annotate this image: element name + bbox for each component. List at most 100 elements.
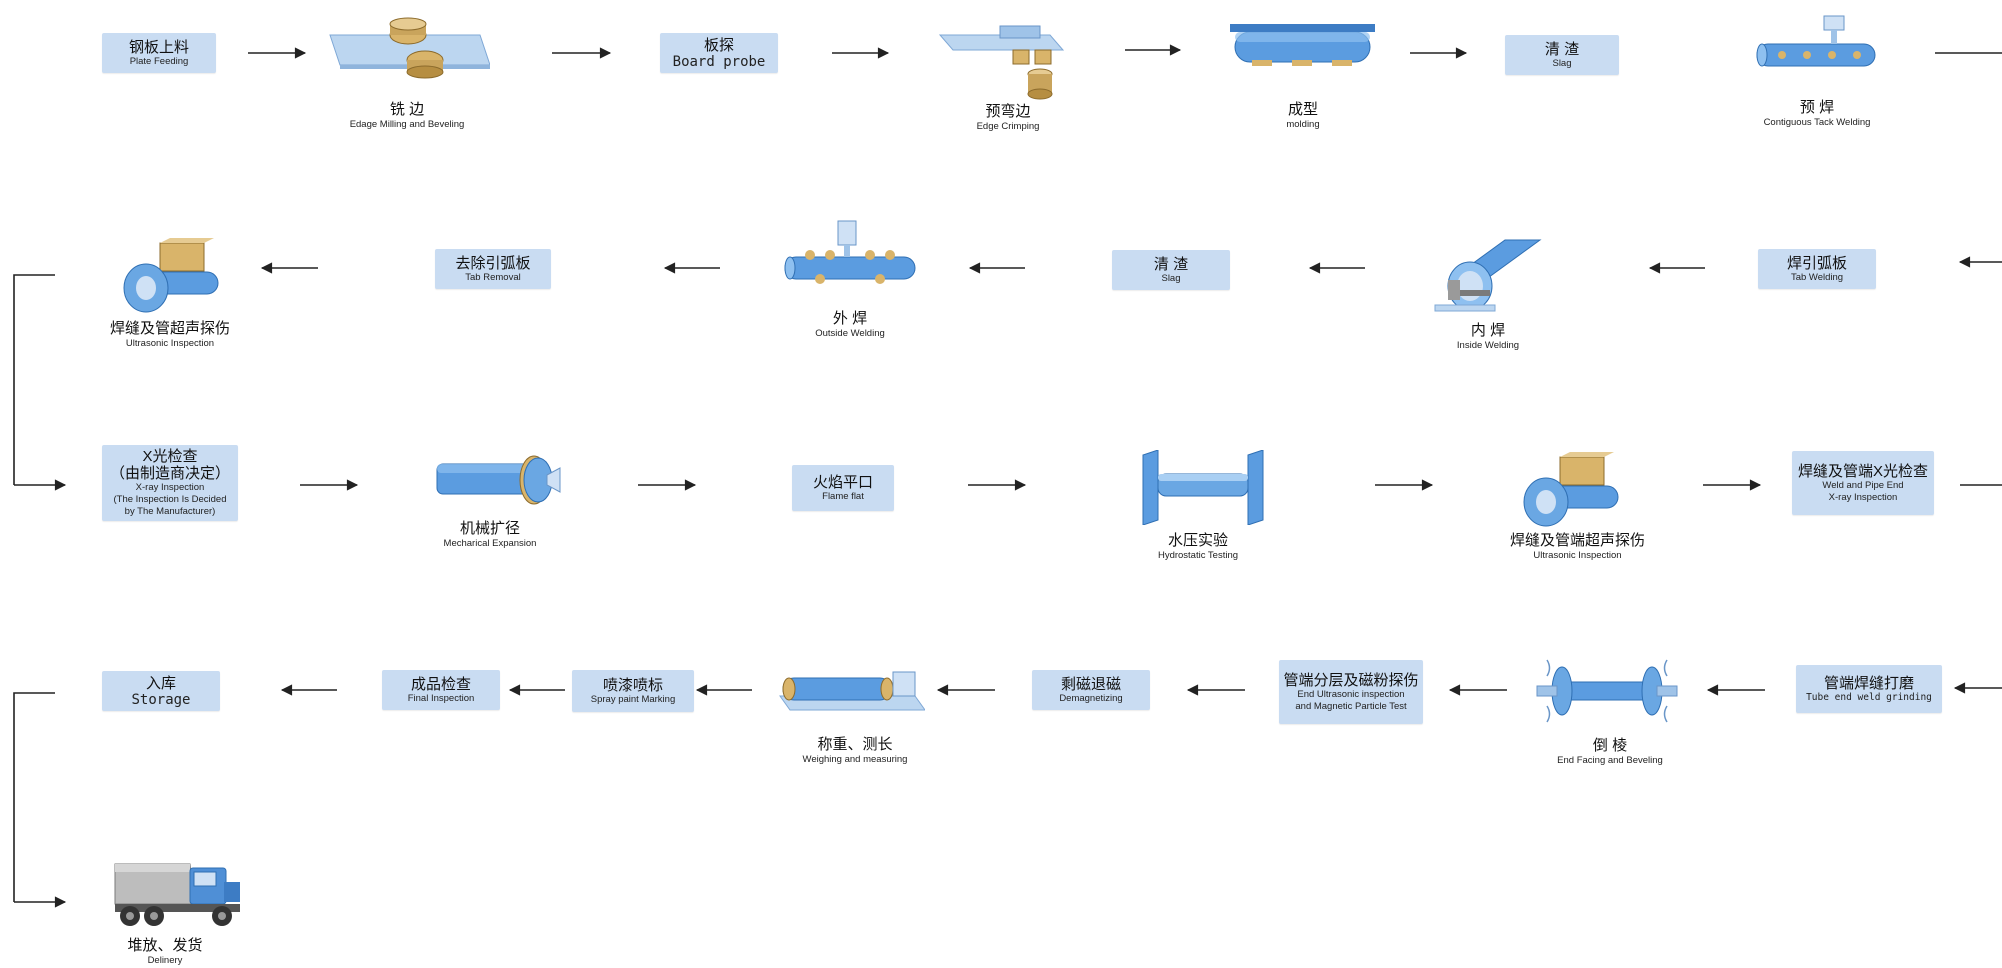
step-mech-expansion: 机械扩径 Mecharical Expansion [420, 520, 560, 550]
step-ultrasonic-1: 焊缝及管超声探伤 Ultrasonic Inspection [90, 320, 250, 350]
step-label-en: Hydrostatic Testing [1157, 550, 1239, 561]
step-label-en: Tab Removal [465, 271, 521, 283]
step-slag-1: 清 渣 Slag [1505, 35, 1619, 75]
end-facing-beveling-icon [1536, 659, 1678, 723]
step-label-en: Inside Welding [1456, 340, 1520, 351]
step-label-zh: 内 焊 [1470, 322, 1506, 339]
step-label-zh: 外 焊 [832, 310, 868, 327]
step-label-zh: 预 焊 [1799, 99, 1835, 116]
step-label-en: Outside Welding [815, 328, 885, 339]
step-label-en: Plate Feeding [129, 55, 189, 67]
delivery-truck-icon [114, 863, 240, 926]
step-label-en: Edage Milling and Beveling [349, 119, 465, 130]
step-tab-removal: 去除引弧板 Tab Removal [435, 249, 551, 289]
step-label-zh: 堆放、发货 [127, 937, 203, 954]
step-label-zh: 焊缝及管端超声探伤 [1509, 532, 1645, 549]
step-label-zh: 预弯边 [985, 103, 1031, 120]
step-label-en: Ultrasonic Inspection [1533, 550, 1622, 561]
step-label-zh: 去除引弧板 [455, 254, 531, 272]
step-board-probe: 板探 Board probe [660, 33, 778, 73]
step-label-zh: 成型 [1287, 101, 1318, 118]
step-label-en: Contiguous Tack Welding [1763, 117, 1871, 128]
step-label-en: Weld and Pipe End [1822, 479, 1904, 491]
step-label-zh: 铣 边 [389, 101, 425, 118]
step-molding: 成型 molding [1253, 101, 1353, 131]
step-label-en: Demagnetizing [1059, 692, 1123, 704]
step-label-zh: 成品检查 [410, 675, 471, 693]
step-label-en: Edge Crimping [976, 121, 1040, 132]
step-label-zh: 板探 [703, 36, 734, 54]
step-label-zh: 机械扩径 [459, 520, 520, 537]
step-label-en: by The Manufacturer) [124, 506, 216, 517]
step-label-en: Weighing and measuring [802, 754, 908, 765]
step-grinding: 管端焊缝打磨 Tube end weld grinding [1796, 665, 1942, 713]
step-label-zh: 火焰平口 [812, 473, 873, 491]
step-xray-1: X光检查 （由制造商决定） X-ray Inspection (The Insp… [102, 445, 238, 521]
step-tab-welding: 焊引弧板 Tab Welding [1758, 249, 1876, 289]
step-label-en: Board probe [672, 53, 766, 70]
step-label-zh: 钢板上料 [128, 38, 189, 56]
flow-loop [13, 274, 55, 485]
step-label-en: End Facing and Beveling [1557, 755, 1663, 766]
step-end-facing: 倒 棱 End Facing and Beveling [1540, 737, 1680, 767]
step-label-zh: 焊引弧板 [1786, 254, 1847, 272]
step-label-en: (The Inspection Is Decided [113, 494, 227, 505]
step-label-en: Delinery [147, 955, 183, 966]
step-label-en: Slag [1161, 272, 1181, 284]
step-demagnetizing: 剩磁退磁 Demagnetizing [1032, 670, 1150, 710]
step-label-en: Tab Welding [1790, 271, 1844, 283]
step-final-inspection: 成品检查 Final Inspection [382, 670, 500, 710]
step-outside-welding: 外 焊 Outside Welding [790, 310, 910, 340]
mechanical-expansion-pipe-icon [436, 455, 561, 505]
step-plate-feeding: 钢板上料 Plate Feeding [102, 33, 216, 73]
outside-welding-pipe-icon [784, 220, 916, 284]
step-flame-flat: 火焰平口 Flame flat [792, 465, 894, 511]
step-delivery: 堆放、发货 Delinery [110, 937, 220, 967]
step-label-zh: （由制造商决定） [109, 465, 230, 482]
step-edge-crimping: 预弯边 Edge Crimping [958, 103, 1058, 133]
step-label-en: Flame flat [822, 490, 864, 502]
step-label-en: Slag [1552, 57, 1572, 69]
step-label-en: X-ray Inspection [135, 482, 205, 493]
step-label-zh: 倒 棱 [1592, 737, 1628, 754]
step-label-en: and Magnetic Particle Test [1295, 700, 1407, 712]
ultrasonic-inspection-2-icon [1523, 452, 1619, 527]
step-slag-2: 清 渣 Slag [1112, 250, 1230, 290]
step-label-en: Spray paint Marking [590, 693, 676, 705]
step-label-zh: 焊缝及管端X光检查 [1797, 462, 1928, 480]
step-storage: 入库 Storage [102, 671, 220, 711]
step-label-zh: 管端分层及磁粉探伤 [1283, 671, 1419, 689]
step-edge-milling: 铣 边 Edage Milling and Beveling [332, 101, 482, 131]
step-tack-welding: 预 焊 Contiguous Tack Welding [1752, 99, 1882, 129]
step-label-zh: 喷漆喷标 [602, 676, 663, 694]
step-label-en: X-ray Inspection [1828, 491, 1898, 503]
step-inside-welding: 内 焊 Inside Welding [1428, 322, 1548, 352]
step-label-en: Ultrasonic Inspection [125, 338, 215, 349]
step-label-en: molding [1286, 119, 1320, 130]
tack-welding-pipe-icon [1756, 15, 1876, 67]
step-hydrostatic: 水压实验 Hydrostatic Testing [1133, 532, 1263, 562]
edge-milling-machine-icon [329, 17, 490, 79]
step-label-zh: X光检查 [142, 448, 198, 465]
molding-press-icon [1230, 24, 1375, 66]
step-end-ultrasonic: 管端分层及磁粉探伤 End Ultrasonic inspection and … [1279, 660, 1423, 724]
step-label-zh: 清 渣 [1544, 40, 1580, 58]
step-label-en: Final Inspection [407, 692, 475, 704]
step-label-en: Tube end weld grinding [1806, 691, 1932, 703]
step-label-zh: 称重、测长 [817, 736, 893, 753]
hydrostatic-testing-icon [1142, 450, 1264, 525]
step-label-zh: 管端焊缝打磨 [1823, 674, 1914, 692]
step-label-en: Storage [131, 691, 191, 708]
step-label-zh: 剩磁退磁 [1060, 675, 1121, 693]
edge-crimping-machine-icon [938, 25, 1065, 100]
step-label-zh: 入库 [145, 674, 176, 692]
step-spray-marking: 喷漆喷标 Spray paint Marking [572, 670, 694, 712]
flow-loop [13, 692, 55, 902]
step-label-zh: 焊缝及管超声探伤 [109, 320, 230, 337]
ultrasonic-inspection-1-icon [123, 238, 219, 313]
step-label-en: Mecharical Expansion [443, 538, 537, 549]
step-weighing: 称重、测长 Weighing and measuring [780, 736, 930, 766]
step-label-en: End Ultrasonic inspection [1297, 688, 1405, 700]
step-xray-2: 焊缝及管端X光检查 Weld and Pipe End X-ray Inspec… [1792, 451, 1934, 515]
